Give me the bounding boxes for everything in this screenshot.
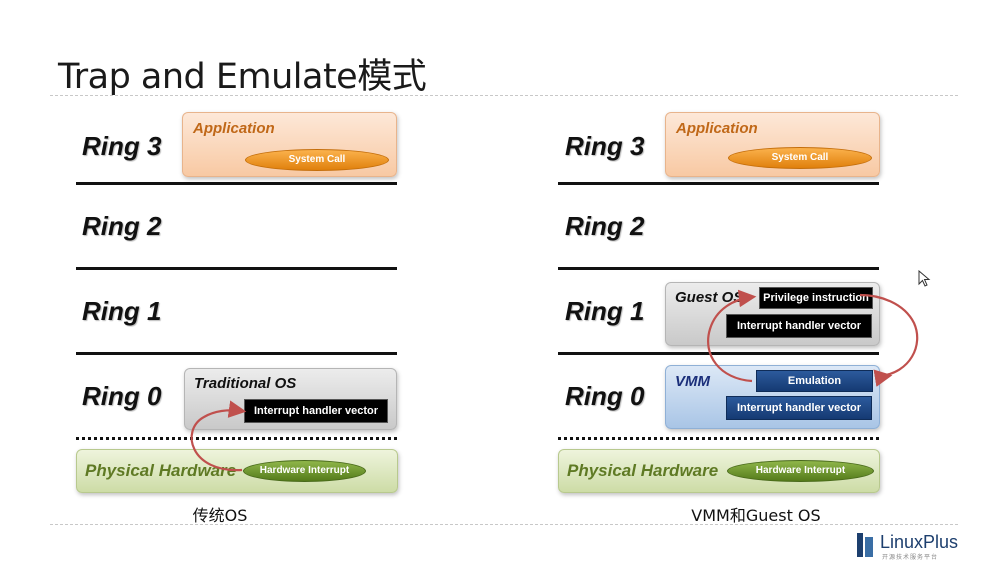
right-ring0-separator (558, 437, 879, 440)
right-ring3-separator (558, 182, 879, 185)
right-emulation: Emulation (756, 370, 873, 392)
right-physical-hardware-box: Physical Hardware Hardware Interrupt (558, 449, 880, 493)
slide-title: Trap and Emulate模式 (58, 57, 427, 97)
bottom-divider (50, 524, 958, 525)
right-physical-hardware-label: Physical Hardware (567, 461, 719, 480)
right-emulate-arrow-path (707, 289, 757, 383)
left-interrupt-handler-vector: Interrupt handler vector (244, 399, 388, 423)
left-hardware-interrupt: Hardware Interrupt (243, 460, 366, 482)
left-ring2-separator (76, 267, 397, 270)
right-ring2-label: Ring 2 (565, 211, 645, 241)
left-ring1-label: Ring 1 (82, 296, 162, 326)
right-ring3-label: Ring 3 (565, 131, 645, 161)
left-system-call: System Call (245, 149, 389, 171)
right-system-call: System Call (728, 147, 872, 169)
left-ring2-label: Ring 2 (82, 211, 162, 241)
left-application-box: Application System Call (182, 112, 397, 177)
right-application-box: Application System Call (665, 112, 880, 177)
right-ring1-separator (558, 352, 879, 355)
left-application-label: Application (193, 120, 275, 137)
right-vmm-label: VMM (675, 373, 710, 390)
title-divider (50, 95, 958, 96)
right-trap-arrow-tip (873, 369, 893, 387)
linuxplus-logo: LinuxPlus 开源技术服务平台 (856, 530, 959, 561)
right-ring2-separator (558, 267, 879, 270)
left-ring3-label: Ring 3 (82, 131, 162, 161)
right-guest-os-box: Guest OS Privilege instruction Interrupt… (665, 282, 880, 346)
logo-tagline: 开源技术服务平台 (882, 555, 939, 561)
right-vmm-box: VMM Emulation Interrupt handler vector (665, 365, 880, 429)
left-ring1-separator (76, 352, 397, 355)
right-vmm-interrupt-handler-vector: Interrupt handler vector (726, 396, 872, 420)
linuxplus-logo-icon (857, 533, 873, 557)
left-ring0-separator (76, 437, 397, 440)
left-ring0-label: Ring 0 (82, 381, 162, 411)
right-guest-os-label: Guest OS (675, 289, 744, 306)
left-interrupt-arrow-path (190, 400, 247, 472)
right-privilege-instruction: Privilege instruction (759, 287, 873, 309)
left-traditional-os-label: Traditional OS (194, 375, 297, 392)
right-caption: VMM和Guest OS (691, 506, 821, 525)
left-ring3-separator (76, 182, 397, 185)
right-guest-interrupt-handler-vector: Interrupt handler vector (726, 314, 872, 338)
left-interrupt-arrow (190, 400, 247, 472)
left-physical-hardware-label: Physical Hardware (85, 461, 237, 480)
left-caption: 传统OS (192, 506, 248, 525)
right-trap-emulate-arrow (707, 289, 919, 387)
right-trap-arrow-path (859, 293, 919, 378)
right-application-label: Application (676, 120, 758, 137)
right-hardware-interrupt: Hardware Interrupt (727, 460, 874, 482)
right-ring1-label: Ring 1 (565, 296, 645, 326)
left-traditional-os-box: Traditional OS Interrupt handler vector (184, 368, 397, 430)
right-ring0-label: Ring 0 (565, 381, 645, 411)
logo-name: LinuxPlus (880, 532, 959, 552)
mouse-cursor-icon (918, 270, 931, 287)
